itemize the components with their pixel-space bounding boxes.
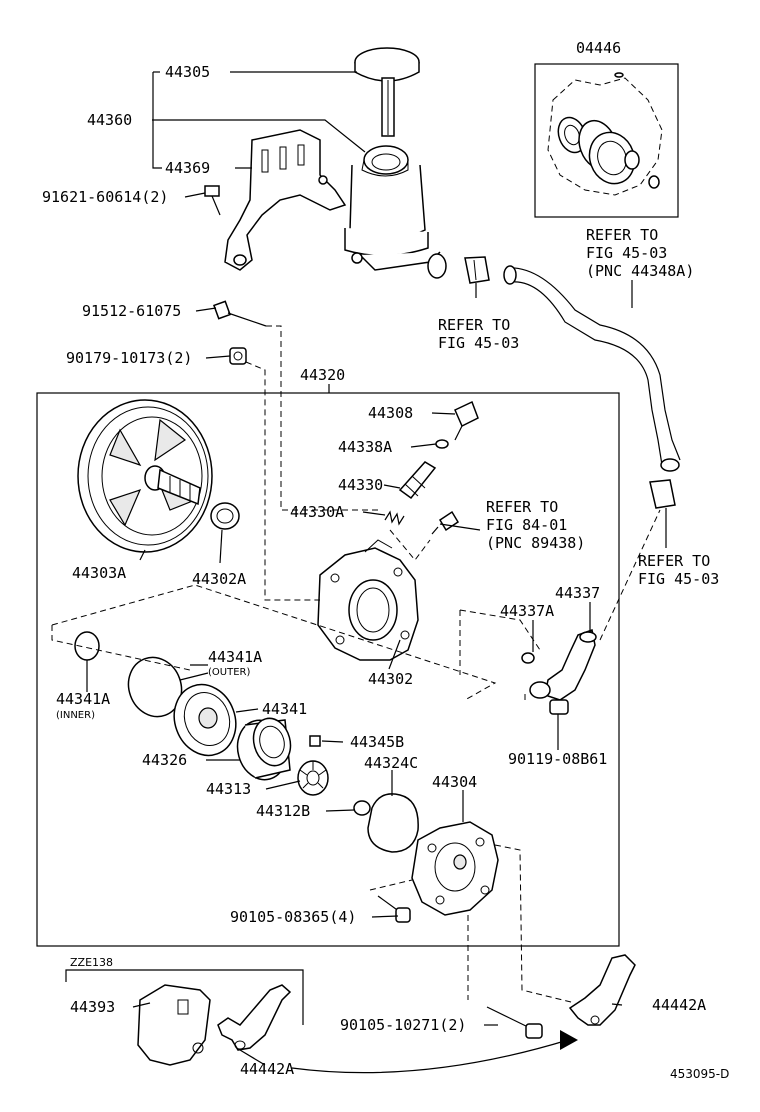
zze138-bracket	[65, 969, 304, 1025]
label-44360: 44360	[87, 111, 132, 129]
bracket-44442a-left	[217, 984, 292, 1051]
label-44312b: 44312B	[256, 802, 310, 820]
label-44337a: 44337A	[500, 602, 554, 620]
ref3-line1[interactable]: REFER TO	[486, 498, 558, 516]
label-44305: 44305	[165, 63, 210, 81]
bracket-44442a-right	[568, 954, 636, 1026]
label-44369: 44369	[165, 159, 210, 177]
label-44341a-inner: 44341A	[56, 690, 110, 708]
spring-44330a	[384, 510, 405, 526]
label-91621: 91621-60614(2)	[42, 188, 168, 206]
label-90119: 90119-08B61	[508, 750, 607, 768]
gasket-44324c	[367, 793, 419, 853]
pressure-switch	[431, 510, 460, 535]
rear-housing-44304	[411, 821, 499, 916]
gasket-kit-illustration	[547, 72, 663, 196]
pump-assembly-box	[36, 392, 620, 947]
union-44337	[529, 629, 597, 701]
label-44442a-right: 44442A	[652, 996, 706, 1014]
pulley-44303a	[77, 399, 213, 553]
label-44393: 44393	[70, 998, 115, 1016]
nut-90179	[229, 347, 247, 365]
rotor-44313	[297, 760, 329, 796]
bolt-91621	[204, 185, 221, 216]
label-44338a: 44338A	[338, 438, 392, 456]
ref3-line3[interactable]: (PNC 89438)	[486, 534, 585, 552]
label-44320: 44320	[300, 366, 345, 384]
reservoir-tank	[344, 145, 447, 279]
hose-clamp-upper	[464, 256, 490, 284]
label-44326: 44326	[142, 751, 187, 769]
fitting-44308	[454, 400, 479, 441]
valve-44330	[398, 461, 437, 500]
label-90105-10271: 90105-10271(2)	[340, 1016, 466, 1034]
gasket-kit-box	[534, 63, 679, 218]
assembly-dashed-lines	[51, 325, 661, 1004]
ref4-line1[interactable]: REFER TO	[638, 552, 710, 570]
label-44304: 44304	[432, 773, 477, 791]
bolt-90119	[549, 699, 569, 715]
reservoir-cap	[354, 47, 420, 137]
label-91512: 91512-61075	[82, 302, 181, 320]
label-44341: 44341	[262, 700, 307, 718]
label-44302a: 44302A	[192, 570, 246, 588]
label-44302: 44302	[368, 670, 413, 688]
bolt-90105-10271	[486, 1006, 543, 1039]
oil-seal-44302a	[210, 502, 240, 530]
label-04446: 04446	[576, 39, 621, 57]
return-hose	[503, 265, 681, 472]
vane-44345b	[309, 735, 321, 747]
label-44341a-outer: 44341A	[208, 648, 262, 666]
ref1-line1[interactable]: REFER TO	[586, 226, 658, 244]
label-44337: 44337	[555, 584, 600, 602]
label-44313: 44313	[206, 780, 251, 798]
label-44330a: 44330A	[290, 503, 344, 521]
transfer-arrow	[291, 1030, 578, 1074]
label-90105-08365: 90105-08365(4)	[230, 908, 356, 926]
hose-clamp-lower	[649, 479, 676, 509]
label-44303a: 44303A	[72, 564, 126, 582]
side-plate-44341	[173, 683, 237, 757]
note-outer: (OUTER)	[208, 667, 250, 678]
ref2-line1[interactable]: REFER TO	[438, 316, 510, 334]
o-ring-44341a-outer	[127, 656, 183, 718]
bolt-90105-08365	[377, 895, 411, 923]
o-ring-44312b	[353, 800, 371, 816]
note-inner: (INNER)	[56, 710, 95, 721]
ref2-line2[interactable]: FIG 45-03	[438, 334, 519, 352]
diagram-id: 453095-D	[670, 1067, 729, 1081]
label-44345b: 44345B	[350, 733, 404, 751]
label-44442a-left: 44442A	[240, 1060, 294, 1078]
label-90179: 90179-10173(2)	[66, 349, 192, 367]
ref1-line3[interactable]: (PNC 44348A)	[586, 262, 694, 280]
ref4-line2[interactable]: FIG 45-03	[638, 570, 719, 588]
pump-housing-44302	[317, 539, 419, 661]
label-44330: 44330	[338, 476, 383, 494]
cam-ring-44326	[236, 717, 292, 781]
bracket-44393	[137, 984, 211, 1066]
ref3-line2[interactable]: FIG 84-01	[486, 516, 567, 534]
gasket-44337a	[521, 652, 535, 664]
note-zze138: ZZE138	[70, 956, 113, 969]
ref1-line2[interactable]: FIG 45-03	[586, 244, 667, 262]
leader-lines	[86, 71, 667, 1066]
reservoir-bracket	[224, 129, 347, 271]
o-ring-44338a	[435, 439, 449, 449]
label-44308: 44308	[368, 404, 413, 422]
label-44324c: 44324C	[364, 754, 418, 772]
bolt-91512	[213, 300, 267, 327]
